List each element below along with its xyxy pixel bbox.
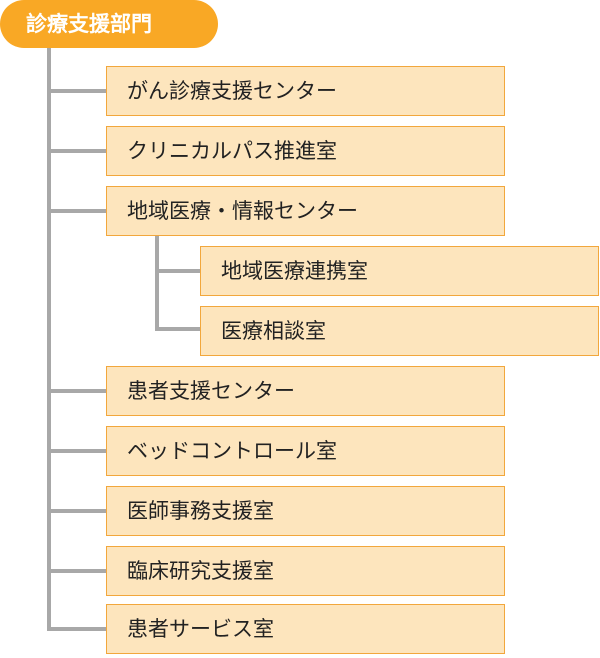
branch-line	[47, 627, 106, 631]
node-label: 臨床研究支援室	[127, 559, 274, 583]
sub-trunk-line	[155, 236, 159, 331]
node-box: 臨床研究支援室	[106, 546, 505, 596]
node-box: 地域医療・情報センター	[106, 186, 505, 236]
node-box: 患者サービス室	[106, 604, 505, 654]
branch-line	[47, 209, 106, 213]
node-label: 医師事務支援室	[127, 499, 274, 523]
sub-node-box: 地域医療連携室	[200, 246, 599, 296]
node-box: ベッドコントロール室	[106, 426, 505, 476]
node-box: がん診療支援センター	[106, 66, 505, 116]
branch-line	[47, 89, 106, 93]
node-label: クリニカルパス推進室	[127, 139, 337, 163]
branch-line	[47, 149, 106, 153]
sub-branch-line	[155, 327, 200, 331]
node-label: 地域医療・情報センター	[127, 199, 358, 223]
trunk-line	[47, 48, 51, 631]
branch-line	[47, 569, 106, 573]
sub-node-box: 医療相談室	[200, 306, 599, 356]
node-label: がん診療支援センター	[127, 79, 337, 103]
branch-line	[47, 509, 106, 513]
node-label: 患者支援センター	[127, 379, 295, 403]
node-label: ベッドコントロール室	[127, 439, 337, 463]
node-box: 患者支援センター	[106, 366, 505, 416]
sub-branch-line	[155, 269, 200, 273]
node-box: クリニカルパス推進室	[106, 126, 505, 176]
branch-line	[47, 449, 106, 453]
node-label: 患者サービス室	[127, 617, 274, 641]
branch-line	[47, 389, 106, 393]
sub-node-label: 地域医療連携室	[221, 259, 368, 283]
root-label: 診療支援部門	[26, 12, 152, 36]
sub-node-label: 医療相談室	[221, 319, 326, 343]
root-node: 診療支援部門	[0, 0, 218, 48]
node-box: 医師事務支援室	[106, 486, 505, 536]
